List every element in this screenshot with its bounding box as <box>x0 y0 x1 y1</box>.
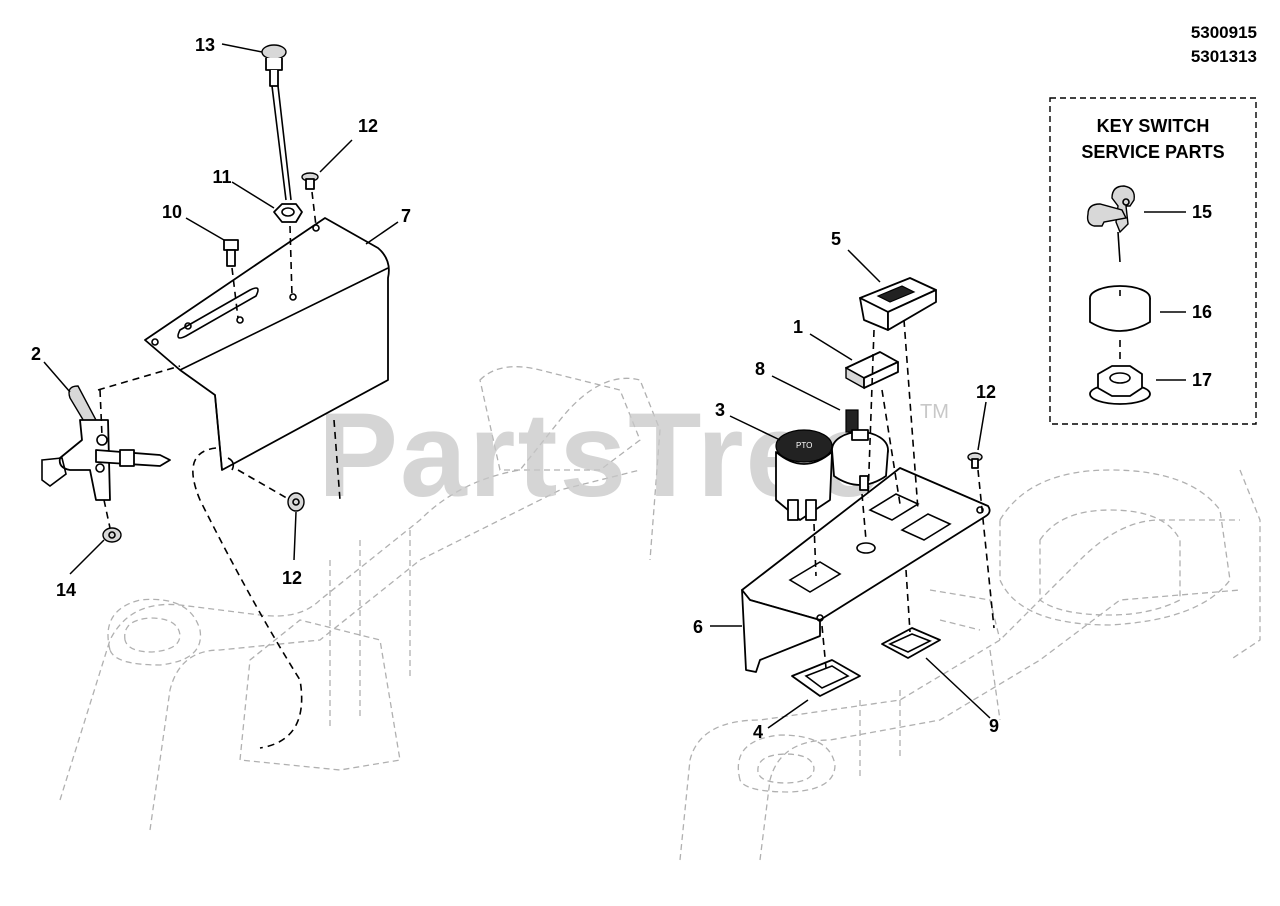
left-alignment-lines <box>97 191 341 749</box>
callout-4: 4 <box>753 722 763 742</box>
part-12-screw-top <box>301 172 319 190</box>
part-11-nut <box>273 203 303 223</box>
leader-lines <box>43 43 1186 729</box>
background-frame-outline <box>59 366 1261 861</box>
part-12-screw-right <box>967 452 983 469</box>
service-box-title-line2: SERVICE PARTS <box>1081 142 1224 162</box>
reference-number-1: 5300915 <box>1191 23 1257 42</box>
callout-17: 17 <box>1192 370 1212 390</box>
callout-6: 6 <box>693 617 703 637</box>
callout-16: 16 <box>1192 302 1212 322</box>
part-5-hour-meter <box>859 277 937 331</box>
part-15-keys <box>1086 185 1135 263</box>
part-3-pto-switch: PTO <box>775 429 833 521</box>
callout-8: 8 <box>755 359 765 379</box>
callout-12-right: 12 <box>976 382 996 402</box>
watermark-trademark: TM <box>920 401 949 423</box>
reference-number-2: 5301313 <box>1191 47 1257 66</box>
part-16-cap <box>1089 285 1151 332</box>
callout-7: 7 <box>401 206 411 226</box>
callout-2: 2 <box>31 344 41 364</box>
part-4-bezel <box>791 659 861 697</box>
right-alignment-lines <box>813 319 995 669</box>
callout-5: 5 <box>831 229 841 249</box>
callout-12-lower: 12 <box>282 568 302 588</box>
part-2-choke-lever <box>41 385 171 501</box>
part-9-bezel <box>881 627 941 659</box>
part-17-nut <box>1089 340 1151 405</box>
callout-10: 10 <box>162 202 182 222</box>
callout-1: 1 <box>793 317 803 337</box>
callout-11: 11 <box>212 167 231 187</box>
callout-9: 9 <box>989 716 999 736</box>
key-switch-service-parts-box: KEY SWITCH SERVICE PARTS <box>1049 97 1257 425</box>
part-10-bolt <box>223 239 239 267</box>
service-box-title-line1: KEY SWITCH <box>1097 116 1210 136</box>
callout-14: 14 <box>56 580 76 600</box>
callout-15: 15 <box>1192 202 1212 222</box>
part-8-ignition-switch <box>831 409 889 491</box>
svg-text:PTO: PTO <box>796 441 812 450</box>
part-12-screw-lower <box>287 492 305 512</box>
part-14-nut <box>102 527 122 543</box>
part-7-cover-bracket <box>144 217 390 471</box>
part-6-switch-bracket <box>741 467 991 673</box>
part-13-choke-cable <box>261 44 292 201</box>
callout-3: 3 <box>715 400 725 420</box>
callout-12-top: 12 <box>358 116 378 136</box>
callout-13: 13 <box>195 35 215 55</box>
